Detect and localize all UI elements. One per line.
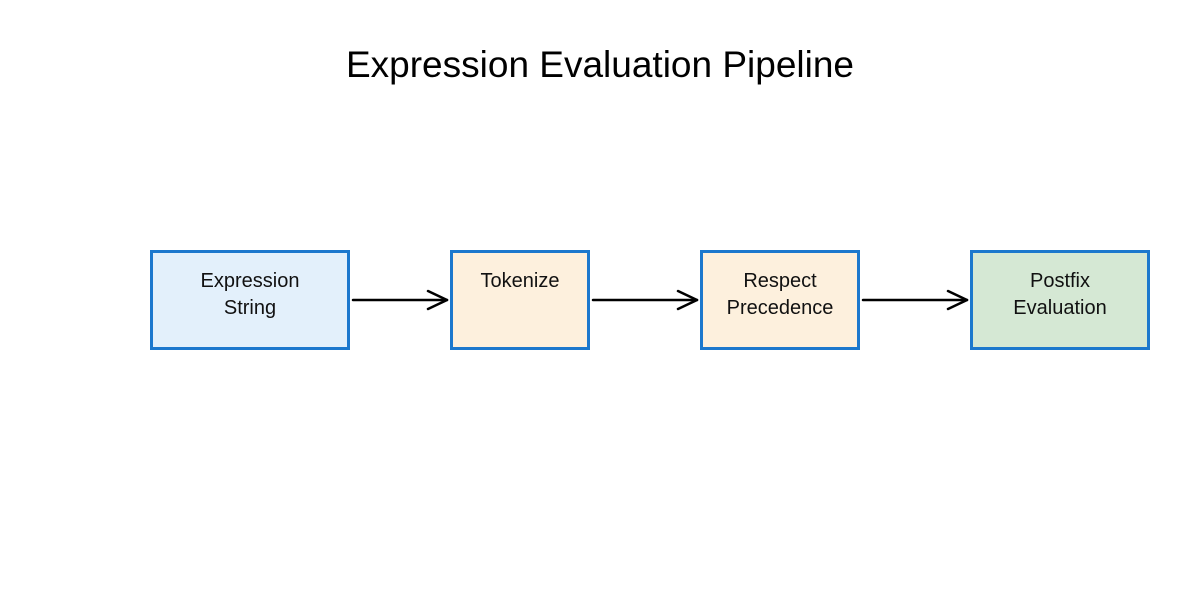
- node-label-line: String: [223, 297, 277, 319]
- node-label-line: Precedence: [726, 297, 834, 319]
- flow-arrow-3: [861, 289, 969, 311]
- node-label-line: Expression: [200, 270, 300, 292]
- node-label-line: Postfix: [1029, 270, 1091, 292]
- node-respect-precedence: Respect Precedence: [700, 250, 860, 350]
- node-expression-string: Expression String: [150, 250, 350, 350]
- node-label-line: Respect: [743, 270, 817, 292]
- node-postfix-evaluation: Postfix Evaluation: [970, 250, 1150, 350]
- flow-arrow-1: [351, 289, 449, 311]
- node-tokenize: Tokenize: [450, 250, 590, 350]
- diagram-title: Expression Evaluation Pipeline: [345, 44, 855, 85]
- node-label-line: Evaluation: [1013, 297, 1107, 319]
- flow-arrow-2: [591, 289, 699, 311]
- node-label-line: Tokenize: [480, 270, 560, 292]
